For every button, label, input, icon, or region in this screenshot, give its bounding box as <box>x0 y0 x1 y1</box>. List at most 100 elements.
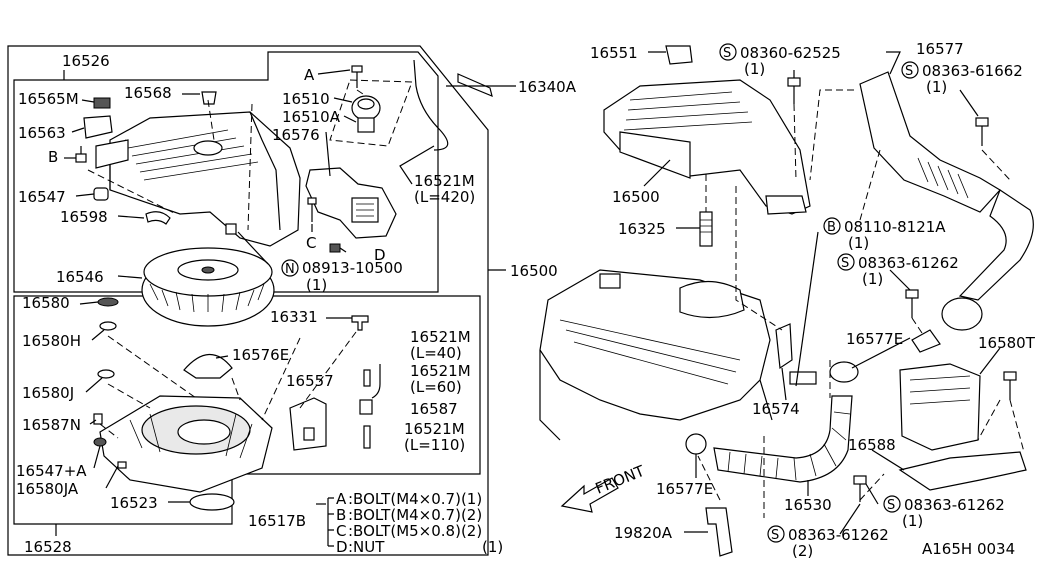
label-16500-left: 16500 <box>510 262 558 280</box>
label-16521M-40: 16521M <box>410 328 471 346</box>
label-16580JA: 16580JA <box>16 480 79 498</box>
label-16521M-420: 16521M <box>414 172 475 190</box>
label-16340A: 16340A <box>518 78 577 96</box>
resonator-16500 <box>603 79 811 215</box>
clamp-16577E-bottom <box>685 433 707 455</box>
label-len-40: (L=40) <box>410 344 462 362</box>
label-16546: 16546 <box>56 268 104 286</box>
legend-key-b: B <box>336 506 346 524</box>
label-16521M-110: 16521M <box>404 420 465 438</box>
label-16587: 16587 <box>410 400 458 418</box>
outer-frame-16500 <box>7 45 489 556</box>
label-16577E-bottom: 16577E <box>656 480 713 498</box>
label-16325: 16325 <box>618 220 666 238</box>
part-16340A-clamp <box>457 73 493 98</box>
label-08363-61262-d: 08363-61262 <box>788 526 889 544</box>
part-16580J <box>97 369 115 379</box>
label-08110: 08110-8121A <box>844 218 946 236</box>
label-08913: 08913-10500 <box>302 259 403 277</box>
legend-text-a: :BOLT(M4×0.7)(1) <box>348 490 482 508</box>
s-circle-icon <box>837 253 855 271</box>
label-16576: 16576 <box>272 126 320 144</box>
label-16557: 16557 <box>286 372 334 390</box>
bolt-08360 <box>787 77 801 104</box>
s-circle-icon <box>901 61 919 79</box>
label-bolt-A: A <box>304 66 315 84</box>
part-16576-duct <box>305 167 397 239</box>
part-16557-valve-kit <box>289 397 327 451</box>
bolt-08363-61662 <box>975 117 989 146</box>
part-16547-grommet <box>93 187 109 201</box>
legend-key-c: C <box>336 522 346 540</box>
air-cleaner-upper-case <box>95 111 301 247</box>
label-nut-D: D <box>374 246 386 264</box>
legend-text-d: :NUT <box>348 538 385 556</box>
part-19820A-bracket <box>705 507 733 557</box>
label-bolt-C: C <box>306 234 316 252</box>
label-s-circle-2: S <box>905 64 913 79</box>
label-16577: 16577 <box>916 40 964 58</box>
part-16331-check-valve <box>351 315 369 331</box>
label-16530: 16530 <box>784 496 832 514</box>
clamp-16577E-top <box>829 361 859 383</box>
label-16563: 16563 <box>18 124 66 142</box>
label-08363-61262-b: 08363-61262 <box>858 254 959 272</box>
label-16577E-top: 16577E <box>846 330 903 348</box>
bolt-08363-61262-right <box>1003 371 1017 400</box>
label-16565M: 16565M <box>18 90 79 108</box>
bolt-B <box>75 146 87 163</box>
air-cleaner-lower-case <box>99 395 273 493</box>
hose-16521M-60 <box>371 364 381 399</box>
part-16325-sensor <box>699 211 713 247</box>
legend-qty-d: (1) <box>482 538 503 556</box>
label-qty-08110: (1) <box>848 234 869 252</box>
label-qty-08363-61262-b: (1) <box>862 270 883 288</box>
label-front: FRONT <box>593 462 648 498</box>
engine-block <box>539 269 773 441</box>
s-circle-icon <box>767 525 785 543</box>
part-16510-valve <box>351 95 381 133</box>
label-16517B: 16517B <box>248 512 306 530</box>
part-16587N <box>93 413 103 425</box>
label-16574: 16574 <box>752 400 800 418</box>
legend-key-d: D <box>336 538 348 556</box>
part-16576E-funnel <box>183 353 233 379</box>
label-08363-61662: 08363-61662 <box>922 62 1023 80</box>
label-19820A: 19820A <box>614 524 673 542</box>
label-16587N: 16587N <box>22 416 81 434</box>
hose-16521M-420 <box>413 59 449 151</box>
label-bolt-B: B <box>48 148 58 166</box>
duct-16577 <box>859 71 1034 331</box>
label-16580: 16580 <box>22 294 70 312</box>
n-circle-icon <box>281 259 299 277</box>
part-16580H <box>99 321 117 331</box>
front-arrow <box>560 477 619 513</box>
b-circle-icon <box>823 217 841 235</box>
label-qty-08363-61262-c: (1) <box>902 512 923 530</box>
legend-bracket <box>327 497 334 547</box>
label-len-60: (L=60) <box>410 378 462 396</box>
label-16547A: 16547+A <box>16 462 87 480</box>
frame-16526 <box>13 51 439 293</box>
bolt-A <box>351 65 363 88</box>
label-16521M-60: 16521M <box>410 362 471 380</box>
legend-text-b: :BOLT(M4×0.7)(2) <box>348 506 482 524</box>
legend-key-a: A <box>336 490 347 508</box>
label-16568: 16568 <box>124 84 172 102</box>
label-16526: 16526 <box>62 52 110 70</box>
bolt-08363-61262-upper <box>905 289 919 318</box>
leader-lines-left <box>55 69 516 536</box>
label-16598: 16598 <box>60 208 108 226</box>
part-08913-bolt <box>225 223 237 235</box>
label-len-420: (L=420) <box>414 188 475 206</box>
bolt-08363-61262-lower <box>853 475 867 502</box>
nut-D <box>329 243 341 253</box>
s-circle-icon <box>883 495 901 513</box>
label-s-circle-4: S <box>887 498 895 513</box>
label-s-circle-5: S <box>771 528 779 543</box>
label-qty-08363-61262-d: (2) <box>792 542 813 560</box>
part-16580-cap <box>97 297 119 307</box>
label-16580H: 16580H <box>22 332 81 350</box>
part-16523-seal-ring <box>189 493 235 511</box>
